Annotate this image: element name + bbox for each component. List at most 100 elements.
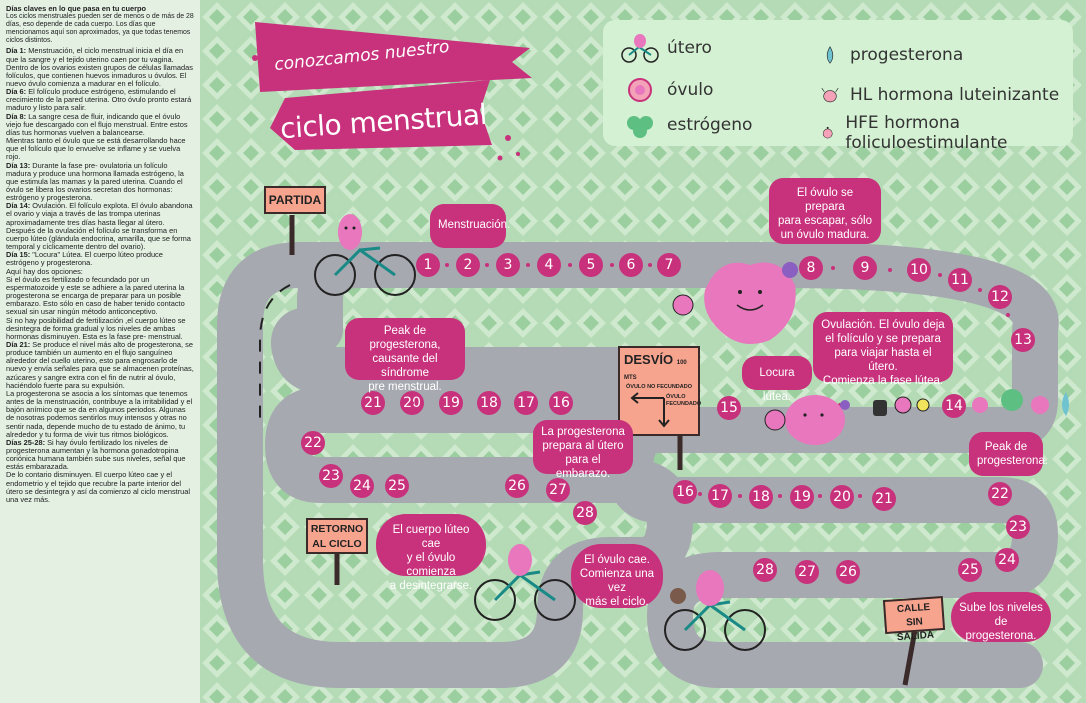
day-number: 26 [839,564,857,580]
lh-hormone-icon [821,87,839,103]
sidebar-entry: Dentro de los ovarios existen grupos de … [6,63,194,88]
uterus-cyclist-start [314,214,416,296]
sidebar-text: Días claves en lo que pasa en tu cuerpo … [0,0,200,703]
day-number: 22 [304,435,322,451]
sidebar-entry-text: Mientras tanto el óvulo que se está desa… [6,136,186,162]
day-marker-circle [872,487,896,511]
detour-arrows-icon [630,392,670,428]
day-marker-circle [717,396,741,420]
day-marker-circle [546,478,570,502]
sidebar-entry-text: Si hay óvulo fertilizado los niveles de … [6,437,186,472]
legend-item-hl: HL hormona luteinizante [818,80,1059,110]
day-marker-circle [579,253,603,277]
day-number: 18 [752,489,770,505]
sidebar-entry: Mientras tanto el óvulo que se está desa… [6,136,194,162]
legend-label: HFE hormona foliculoestimulante [845,113,1008,153]
ovum-icon [628,78,652,102]
cycle-map: 1234567891011121314151617181920212223242… [217,22,1069,688]
bubble-menstruacion: Menstruación. [430,204,510,248]
day-marker-circle [995,548,1019,572]
day-marker-circle [573,501,597,525]
bubble-prepara-utero: La progesterona prepara al útero para el… [533,420,633,480]
sidebar-entry: Día 13: Durante la fase pre- ovulatoria … [6,160,194,203]
sidebar-entry-label: Día 13: [6,160,31,170]
sidebar-entry: Aquí hay dos opciones: [6,266,194,276]
sidebar-entries: Día 1: Menstruación, el ciclo menstrual … [6,47,194,504]
legend-item-estrogeno: estrógeno [621,110,752,140]
day-number: 2 [464,257,473,273]
sidebar-entry: Día 14: Ovulación. El folículo explota. … [6,202,194,251]
day-number: 17 [711,488,729,504]
bubble-cuerpo-luteo: El cuerpo lúteo cae y el óvulo comienza … [376,514,486,592]
sidebar-entry: La progesterona se asocia a los síntomas… [6,389,194,439]
day-marker-circle [496,253,520,277]
day-marker-circle [708,484,732,508]
day-number: 13 [1014,332,1032,348]
day-number: 21 [364,395,382,411]
day-marker-circle [319,464,343,488]
sidebar-entry-text: Si el óvulo es fertilizado o fecundado p… [6,274,185,317]
day-marker-circle [416,253,440,277]
day-marker-circle [301,431,325,455]
estrogen-icon [627,116,653,138]
day-marker-circle [988,285,1012,309]
sidebar-entry-text: Aquí hay dos opciones: [6,266,83,276]
day-marker-circle [795,560,819,584]
day-marker-circle [907,258,931,282]
day-number: 7 [665,257,674,273]
day-marker-circle [799,256,823,280]
day-number: 24 [353,478,371,494]
day-marker-circle [958,558,982,582]
uterus-cyclist-middle [474,544,576,621]
fecundado-label: ÓVULO FECUNDADO [666,394,702,407]
no-fecundado-label: ÓVULO NO FECUNDADO [626,384,692,390]
day-number: 24 [998,552,1016,568]
sidebar-entry: Día 1: Menstruación, el ciclo menstrual … [6,47,194,63]
day-marker-circle [749,485,773,509]
day-number: 1 [424,257,433,273]
desvio-sign: DESVÍO 100 MTS ÓVULO NO FECUNDADO ÓVULO … [618,346,702,436]
legend-label: progesterona [850,45,964,65]
day-number: 15 [720,400,738,416]
hormone-row [873,389,1069,416]
title-ribbon [252,22,532,161]
bubble-peak-pre: Peak de progesterona, causante del síndr… [345,318,465,393]
uterus-bike-icon [621,34,659,63]
sidebar-entry-label: Día 15: [6,250,31,260]
day-number: 27 [798,564,816,580]
day-marker-circle [657,253,681,277]
calle-sin-salida-sign: CALLE SIN SALIDA [882,595,946,643]
sidebar-entry-text: Ovulación. El folículo explota. El óvulo… [6,201,193,252]
uterus-cyclist-end [664,570,766,651]
desvio-title: DESVÍO [624,352,674,367]
bubble-locura-lutea: Locura lútea. [742,356,812,403]
day-number: 16 [676,484,694,500]
sidebar-entry-label: Día 1: [6,46,27,56]
sidebar-entry: Días 25-28: Si hay óvulo fertilizado los… [6,437,194,472]
day-marker-circle [942,394,966,418]
day-number: 28 [756,562,774,578]
sidebar-entry-text: Se produce el nivel más alto de progeste… [6,339,194,390]
day-marker-circle [673,480,697,504]
sidebar-entry-text: De lo contario disminuyen. El cuerpo lút… [6,470,191,504]
bubble-escapar: El óvulo se prepara para escapar, sólo u… [769,178,881,244]
legend-item-ovulo: óvulo [621,75,713,105]
day-number: 14 [945,398,963,414]
day-number: 19 [793,489,811,505]
progesterone-drop-icon [826,46,834,64]
day-number: 25 [961,562,979,578]
day-number: 28 [576,505,594,521]
day-marker-circle [456,253,480,277]
day-marker-circle [549,391,573,415]
sidebar-entry-text: Si no hay posibilidad de fertilización ,… [6,315,186,341]
sidebar-entry: De lo contario disminuyen. El cuerpo lút… [6,471,194,504]
sidebar-heading: Días claves en lo que pasa en tu cuerpo [6,4,147,13]
day-number: 6 [627,257,636,273]
sidebar-entry: Día 21: Se produce el nivel más alto de … [6,339,194,390]
day-marker-circle [830,485,854,509]
sidebar-entry-text: Durante la fase pre- ovulatoria un folíc… [6,160,184,203]
bubble-peak: Peak de progesterona. [969,432,1048,476]
sidebar-entry: Si no hay posibilidad de fertilización ,… [6,315,194,341]
day-marker-circle [790,485,814,509]
legend-panel: útero óvulo estrógeno progesterona HL ho… [603,20,1073,153]
